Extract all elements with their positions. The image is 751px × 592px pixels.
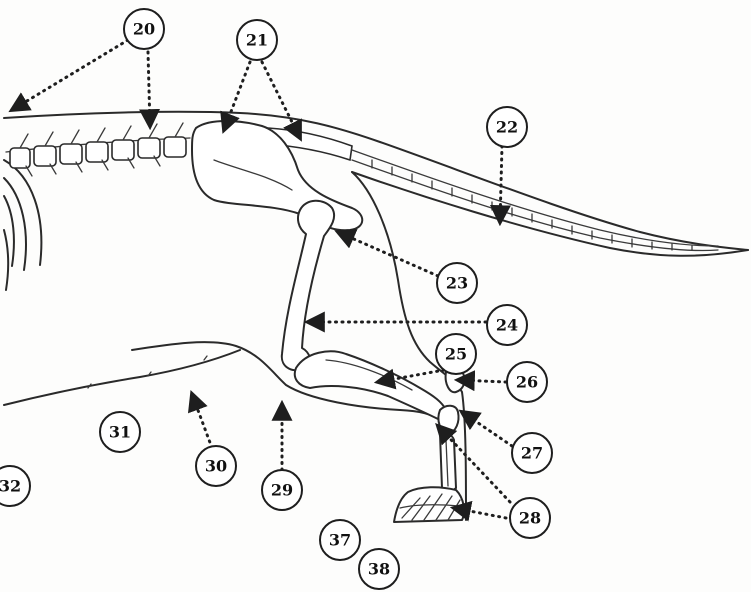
vertebra — [10, 148, 30, 168]
body-outline — [4, 112, 748, 520]
vertebra — [34, 146, 56, 166]
callout-37: 37 — [320, 520, 360, 560]
callout-label: 32 — [0, 477, 21, 496]
vertebra — [138, 138, 160, 158]
vertebra — [112, 140, 134, 160]
callout-31: 31 — [100, 412, 140, 452]
leader-22 — [500, 146, 502, 222]
callout-label: 25 — [445, 345, 467, 364]
pelvis — [192, 121, 362, 230]
callout-label: 38 — [368, 560, 390, 579]
callout-29: 29 — [262, 470, 302, 510]
foot — [394, 487, 464, 522]
callout-label: 37 — [329, 531, 351, 550]
callout-28: 28 — [510, 498, 550, 538]
tarsus — [438, 369, 464, 434]
leader-27 — [462, 412, 512, 446]
tibia-bone — [295, 351, 446, 420]
callout-25: 25 — [436, 334, 476, 374]
callout-label: 20 — [133, 20, 155, 39]
tail-vertebrae — [266, 128, 718, 251]
leader-20b — [148, 52, 150, 126]
callout-label: 31 — [109, 423, 131, 442]
callout-21: 21 — [237, 20, 277, 60]
femur — [282, 201, 334, 371]
tibia-fibula — [295, 351, 446, 420]
vertebra — [164, 137, 186, 157]
rib-arc-4 — [4, 230, 8, 290]
callout-23: 23 — [437, 263, 477, 303]
callout-32: 32 — [0, 466, 30, 506]
callout-label: 30 — [205, 457, 227, 476]
lumbar-vertebrae — [6, 123, 190, 176]
leader-21b — [262, 62, 300, 138]
vertebra — [60, 144, 82, 164]
leader-21a — [224, 62, 250, 130]
callout-label: 21 — [246, 31, 268, 50]
callout-label: 28 — [519, 509, 541, 528]
callout-label: 29 — [271, 481, 293, 500]
leader-30 — [192, 394, 212, 448]
callout-label: 22 — [496, 118, 518, 137]
callout-24: 24 — [487, 305, 527, 345]
callout-27: 27 — [512, 433, 552, 473]
callout-label: 27 — [521, 444, 543, 463]
leader-20a — [12, 40, 128, 110]
callout-22: 22 — [487, 107, 527, 147]
callout-20: 20 — [124, 9, 164, 49]
callout-label: 23 — [446, 274, 468, 293]
vertebra — [86, 142, 108, 162]
metatarsals — [440, 433, 456, 491]
callout-26: 26 — [507, 362, 547, 402]
ilium-bone — [192, 121, 362, 230]
callout-label: 24 — [496, 316, 518, 335]
callout-30: 30 — [196, 446, 236, 486]
callout-label: 26 — [516, 373, 538, 392]
callout-38: 38 — [359, 549, 399, 589]
femur-bone — [282, 201, 334, 371]
